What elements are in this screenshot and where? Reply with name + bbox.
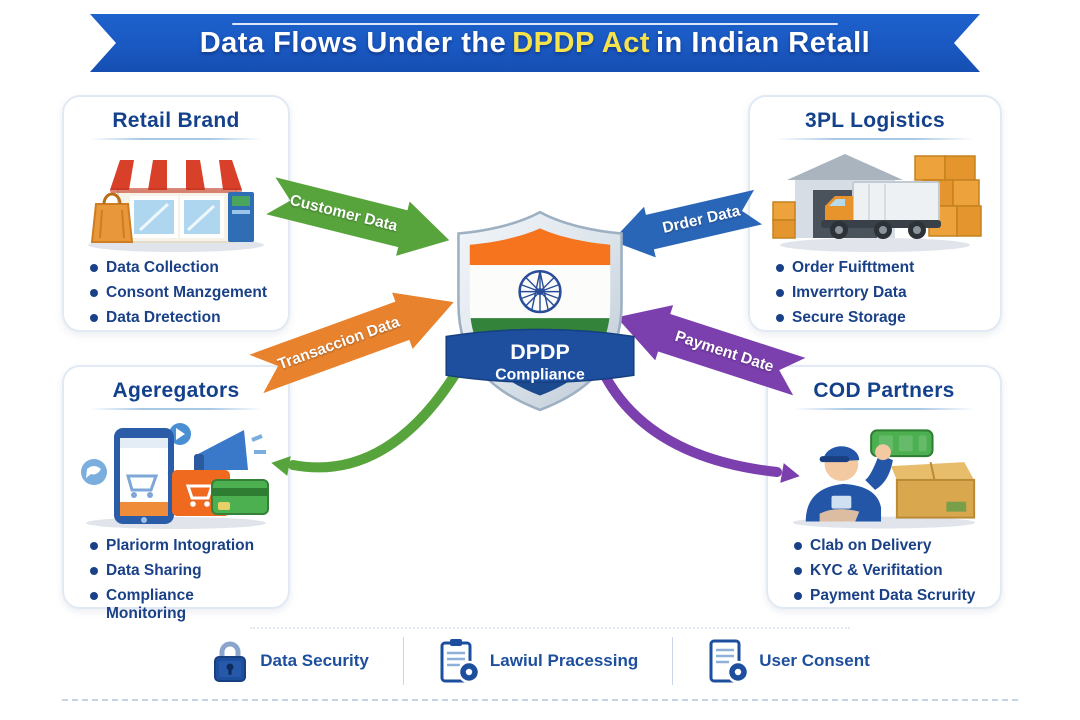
card-aggregators: Ageregators — [62, 365, 290, 622]
awning — [110, 160, 242, 193]
arrow-label: Drder Data — [660, 202, 742, 237]
footer-label: User Consent — [759, 651, 870, 670]
list-item: Plariorm Intogration — [90, 537, 276, 555]
dpdp-shield: DPDP Compliance — [445, 210, 635, 412]
footer-label: Lawiul Pracessing — [489, 651, 639, 670]
footer-bottom-divider — [62, 699, 1018, 701]
list-item: Clab on Delivery — [794, 537, 988, 555]
list-item: Compliance Monitoring — [90, 587, 276, 623]
bullet-list: Data Collection Consont Manzgement Data … — [76, 259, 276, 327]
shield-line2: Compliance — [495, 366, 585, 383]
bullet-list: Plariorm Intogration Data Sharing Compli… — [76, 537, 276, 623]
title-underline — [90, 138, 262, 140]
arrow-label: Customer Data — [288, 191, 400, 235]
customer-data-arrow: Customer Data — [264, 169, 456, 268]
kiosk — [228, 192, 254, 242]
document-pin-icon — [709, 639, 750, 684]
list-item: Data Dretection — [90, 309, 276, 327]
megaphone-icon — [194, 430, 266, 476]
share-badge-icon — [169, 423, 191, 445]
title-underline — [90, 408, 262, 410]
footer-strip: Data Security Lawiul Pracessing — [0, 632, 1080, 690]
list-item: Payment Data Scrurity — [794, 587, 988, 605]
list-item: Consont Manzgement — [90, 284, 276, 302]
card-retail-brand: Retail Brand — [62, 95, 290, 332]
list-item: Data Collection — [90, 259, 276, 277]
delivery-person-cash-box-illustration — [792, 429, 976, 529]
card-title: Ageregators — [112, 379, 240, 402]
card-title: Retail Brand — [112, 109, 240, 132]
title-suffix: in Indian Retall — [656, 26, 871, 59]
chat-bubble-icon — [81, 459, 107, 485]
bullet-list: Order Fuifttment Imverrtory Data Secure … — [762, 259, 988, 327]
footer-divider — [402, 637, 404, 685]
clipboard-pin-icon — [440, 639, 480, 684]
parcel-box — [890, 461, 976, 519]
truck — [821, 181, 941, 239]
card-title: COD Partners — [813, 379, 955, 402]
lock-icon — [214, 641, 247, 682]
card-title: 3PL Logistics — [804, 109, 946, 132]
footer-label: Data Security — [260, 651, 369, 670]
list-item: Order Fuifttment — [776, 259, 988, 277]
phone-megaphone-card-illustration — [81, 423, 269, 529]
list-item: Imverrtory Data — [776, 284, 988, 302]
smartphone — [114, 428, 174, 524]
delivery-person — [805, 444, 893, 522]
storefront-illustration — [88, 160, 264, 252]
warehouse-truck-illustration — [772, 154, 982, 252]
shield-line1: DPDP — [510, 340, 569, 364]
footer-top-divider — [250, 627, 850, 629]
banner-accent-line — [232, 23, 837, 25]
card-cod-partners: COD Partners — [766, 365, 1002, 609]
title-underline — [794, 408, 974, 410]
credit-card-icon — [211, 479, 269, 515]
footer-item-user-consent: User Consent — [673, 638, 904, 684]
shop-windows — [130, 196, 224, 238]
bullet-list: Clab on Delivery KYC & Verifitation Paym… — [780, 537, 988, 605]
list-item: Data Sharing — [90, 562, 276, 580]
list-item: Secure Storage — [776, 309, 988, 327]
title-prefix: Data Flows Under the — [199, 26, 507, 59]
card-3pl-logistics: 3PL Logistics — [748, 95, 1002, 332]
title-highlight: DPDP Act — [512, 26, 650, 59]
ashoka-chakra-icon — [518, 269, 562, 314]
footer-item-data-security: Data Security — [176, 638, 403, 684]
list-item: KYC & Verifitation — [794, 562, 988, 580]
shopping-bag — [90, 192, 134, 243]
shield-ribbon: DPDP Compliance — [445, 328, 635, 383]
footer-divider — [672, 637, 674, 685]
footer-item-lawful-processing: Lawiul Pracessing — [404, 638, 672, 684]
title-underline — [776, 138, 974, 140]
